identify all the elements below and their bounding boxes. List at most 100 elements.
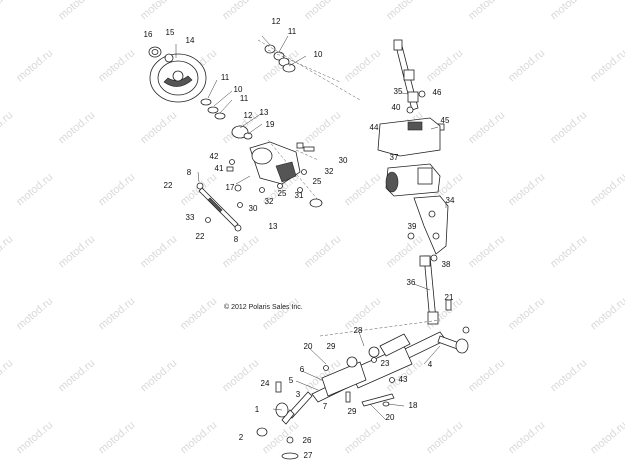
bolt-29-lower [345, 391, 351, 403]
callout-label: 35 [393, 87, 403, 96]
callout-label: 25 [312, 177, 322, 186]
callout-label: 7 [322, 402, 328, 411]
callout-label: 40 [391, 103, 401, 112]
bolt-39 [407, 232, 415, 240]
ring-19 [243, 132, 253, 140]
callout-label: 39 [407, 222, 417, 231]
steering-wheel [149, 53, 207, 103]
callout-label: 33 [185, 213, 195, 222]
bolt-29 [323, 365, 329, 371]
bolt-46 [418, 90, 426, 98]
callout-label: 11 [220, 73, 230, 82]
callout-label: 44 [369, 123, 379, 132]
tie-rod-right [437, 326, 470, 354]
nut-23 [371, 357, 377, 363]
tilt-bracket [249, 141, 301, 185]
gas-strut-33 [196, 182, 242, 232]
callout-label: 32 [264, 197, 274, 206]
callout-label: 30 [248, 204, 258, 213]
callout-label: 43 [398, 375, 408, 384]
copyright-notice: © 2012 Polaris Sales Inc. [224, 304, 303, 311]
bolt-41 [226, 166, 234, 172]
callout-label: 32 [324, 167, 334, 176]
callout-label: 36 [406, 278, 416, 287]
callout-label: 23 [380, 359, 390, 368]
lower-washers [200, 98, 226, 120]
callout-label: 26 [302, 436, 312, 445]
callout-label: 37 [389, 153, 399, 162]
callout-label: 28 [353, 326, 363, 335]
callout-label: 34 [445, 196, 455, 205]
nut-42 [229, 159, 235, 165]
callout-label: 16 [143, 30, 153, 39]
callout-label: 13 [268, 222, 278, 231]
bolt-32-lower [259, 187, 265, 193]
callout-label: 20 [303, 342, 313, 351]
callout-label: 4 [427, 360, 433, 369]
bolt-43 [389, 377, 395, 383]
callout-label: 22 [163, 181, 173, 190]
nut-2 [256, 427, 268, 437]
callout-label: 11 [239, 94, 249, 103]
eps-motor-37 [385, 163, 441, 197]
callout-label: 41 [214, 164, 224, 173]
leader-lines [175, 35, 447, 421]
callout-label: 19 [265, 120, 275, 129]
bolt-25-right [301, 169, 307, 175]
callout-label: 45 [440, 116, 450, 125]
bolt-25-left [277, 183, 283, 189]
tie-rod-left [275, 391, 313, 425]
nut-17 [234, 184, 242, 192]
callout-label: 24 [260, 379, 270, 388]
fitting-30-upper [296, 142, 304, 149]
callout-label: 12 [243, 111, 253, 120]
callout-label: 15 [165, 28, 175, 37]
callout-label: 30 [338, 156, 348, 165]
washer-27 [281, 452, 299, 460]
callout-label: 18 [408, 401, 418, 410]
callout-label: 27 [303, 451, 313, 460]
callout-label: 17 [225, 183, 235, 192]
callout-label: 12 [271, 17, 281, 26]
nut-26 [286, 436, 294, 444]
callout-label: 3 [295, 390, 301, 399]
callout-label: 10 [313, 50, 323, 59]
callout-label: 8 [186, 168, 192, 177]
mount-bracket-34 [413, 195, 449, 255]
callout-label: 11 [287, 27, 297, 36]
bolt-22 [205, 217, 211, 223]
upper-washers [264, 44, 296, 73]
callout-label: 25 [277, 189, 287, 198]
callout-label: 5 [288, 376, 294, 385]
horn-cap-16 [148, 46, 162, 58]
callout-label: 21 [444, 293, 454, 302]
callout-label: 1 [254, 405, 260, 414]
bolt-40 [406, 106, 414, 114]
callout-label: 8 [233, 235, 239, 244]
callout-label: 13 [259, 108, 269, 117]
callout-label: 38 [441, 260, 451, 269]
bolt-31 [297, 187, 303, 193]
callout-label: 14 [185, 36, 195, 45]
screw-32-upper [303, 146, 315, 152]
callout-label: 22 [195, 232, 205, 241]
bolt-24 [275, 381, 282, 393]
callout-label: 2 [238, 433, 244, 442]
callout-label: 29 [326, 342, 336, 351]
bolt-21 [445, 299, 452, 311]
callout-label: 20 [385, 413, 395, 422]
bolt-38 [430, 254, 438, 262]
intermediate-shaft-36 [419, 255, 439, 325]
callout-label: 31 [294, 191, 304, 200]
callout-label: 46 [432, 88, 442, 97]
callout-label: 6 [299, 365, 305, 374]
callout-label: 10 [233, 85, 243, 94]
callout-label: 42 [209, 152, 219, 161]
nut-15 [164, 53, 174, 63]
steering-shaft-35 [393, 39, 419, 111]
nut-30 [237, 202, 243, 208]
callout-label: 29 [347, 407, 357, 416]
